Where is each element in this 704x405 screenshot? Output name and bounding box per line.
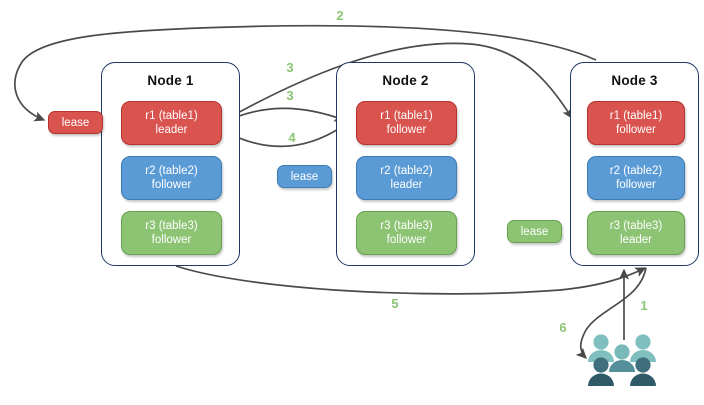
node-2-replica-r3-name: r3 (table3) xyxy=(380,219,433,232)
node-2-replica-r2-name: r2 (table2) xyxy=(380,164,433,177)
node-2-replica-r1-name: r1 (table1) xyxy=(380,109,433,122)
node-1-replica-r2-name: r2 (table2) xyxy=(145,164,198,177)
lease-badge-r2-label: lease xyxy=(290,170,319,183)
node-1-replica-r2-role: follower xyxy=(151,179,192,191)
node-1-replica-r1-role: leader xyxy=(155,124,188,136)
node-3-replica-r1[interactable]: r1 (table1) follower xyxy=(587,101,685,145)
step-label-4: 4 xyxy=(288,130,296,145)
node-1-replica-r3[interactable]: r3 (table3) follower xyxy=(121,211,222,255)
step-label-3a: 3 xyxy=(286,60,294,75)
edge-step-3-lower xyxy=(221,107,346,124)
node-3-replica-r3-name: r3 (table3) xyxy=(609,219,663,232)
step-label-3b: 3 xyxy=(286,88,294,103)
lease-badge-r3-label: lease xyxy=(520,225,549,238)
node-2[interactable]: Node 2 r1 (table1) follower r2 (table2) … xyxy=(336,62,475,266)
node-3-replica-r2-name: r2 (table2) xyxy=(609,164,663,177)
node-1-replica-r3-role: follower xyxy=(151,234,192,246)
node-3-title: Node 3 xyxy=(611,73,658,88)
step-label-1: 1 xyxy=(640,298,648,313)
node-2-replica-r2-role: leader xyxy=(390,179,423,191)
node-2-replica-r1[interactable]: r1 (table1) follower xyxy=(356,101,457,145)
node-3-replica-r2[interactable]: r2 (table2) follower xyxy=(587,156,685,200)
lease-badge-r1[interactable]: lease xyxy=(48,111,103,134)
node-3-replica-r2-role: follower xyxy=(616,179,656,191)
node-1-replica-r3-name: r3 (table3) xyxy=(145,219,198,232)
node-2-replica-r2[interactable]: r2 (table2) leader xyxy=(356,156,457,200)
node-1[interactable]: Node 1 r1 (table1) leader r2 (table2) fo… xyxy=(101,62,240,266)
lease-badge-r1-label: lease xyxy=(61,116,90,129)
node-1-title: Node 1 xyxy=(147,73,194,88)
step-label-5: 5 xyxy=(391,296,399,311)
node-3[interactable]: Node 3 r1 (table1) follower r2 (table2) … xyxy=(570,62,699,266)
node-2-title: Node 2 xyxy=(382,73,429,88)
node-1-replica-r2[interactable]: r2 (table2) follower xyxy=(121,156,222,200)
node-2-replica-r3-role: follower xyxy=(386,234,427,246)
step-label-2: 2 xyxy=(336,8,344,23)
node-3-replica-r1-name: r1 (table1) xyxy=(609,109,663,122)
lease-badge-r3[interactable]: lease xyxy=(507,220,562,243)
node-2-replica-r1-role: follower xyxy=(386,124,427,136)
node-3-replica-r1-role: follower xyxy=(616,124,656,136)
node-3-replica-r3-role: leader xyxy=(620,234,652,246)
node-1-replica-r1[interactable]: r1 (table1) leader xyxy=(121,101,222,145)
node-3-replica-r3[interactable]: r3 (table3) leader xyxy=(587,211,685,255)
lease-badge-r2[interactable]: lease xyxy=(277,165,332,188)
step-label-6: 6 xyxy=(559,320,567,335)
node-1-replica-r1-name: r1 (table1) xyxy=(145,109,198,122)
edge-step-5 xyxy=(175,265,647,295)
node-2-replica-r3[interactable]: r3 (table3) follower xyxy=(356,211,457,255)
users-icon xyxy=(588,334,656,386)
